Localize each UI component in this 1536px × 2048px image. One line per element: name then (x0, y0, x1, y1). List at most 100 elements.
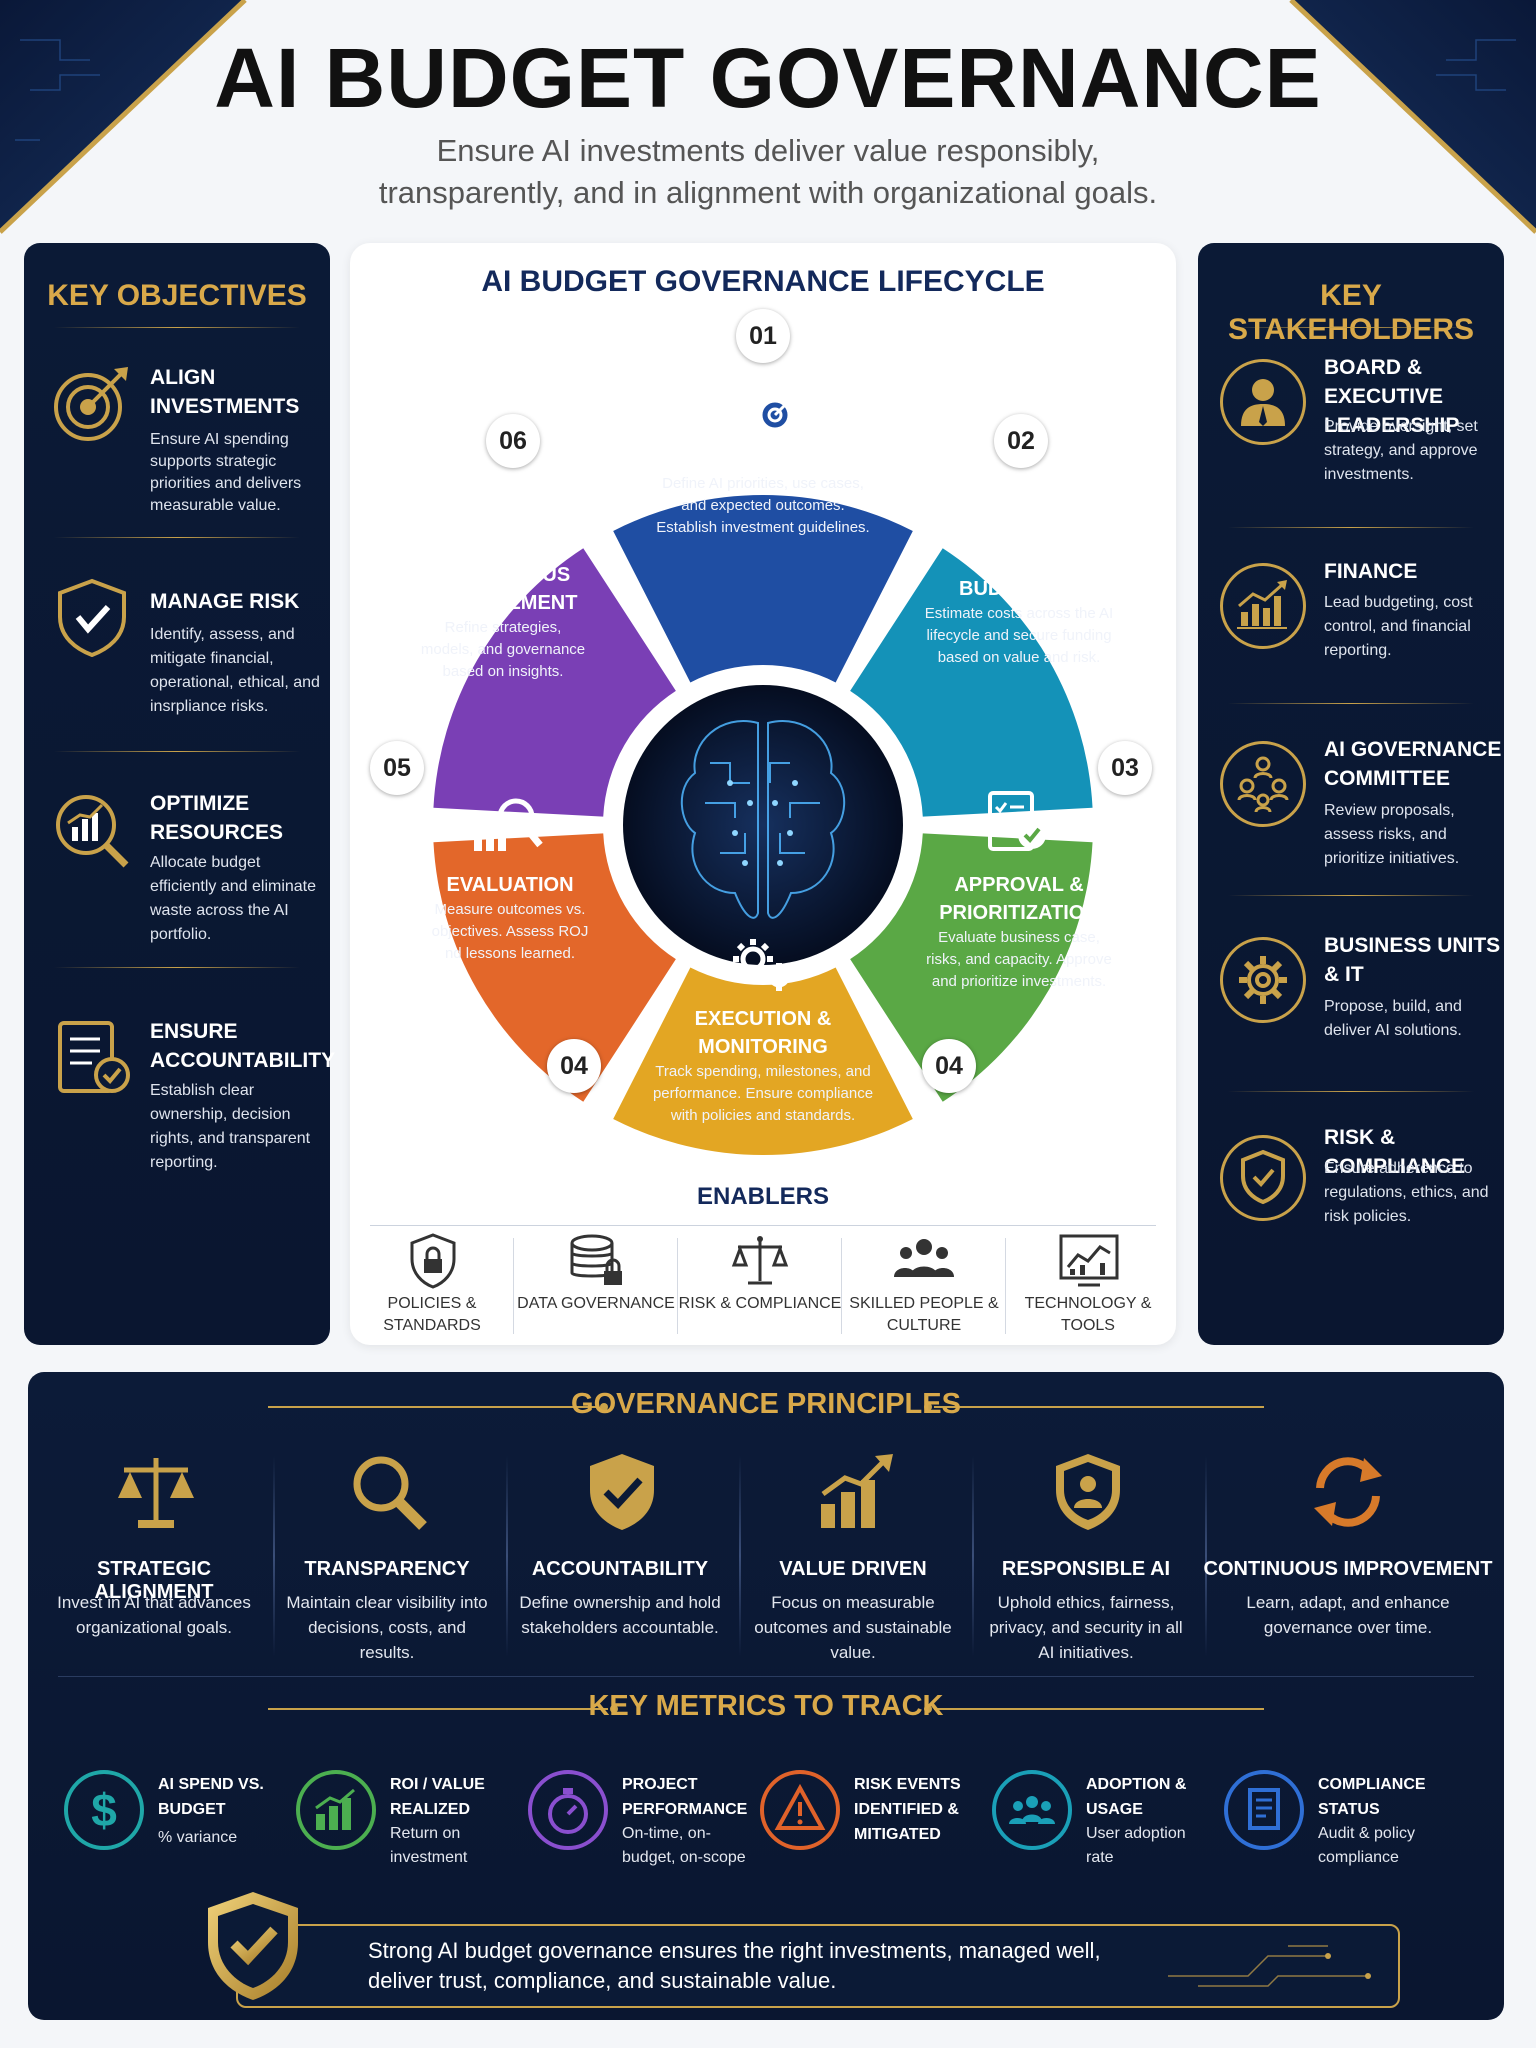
stage-approval-prioritization: APPROVAL & PRIORITIZATION Evaluate busin… (924, 871, 1114, 993)
checklist-icon (58, 1021, 130, 1093)
enabler-label: SKILLED PEOPLE & CULTURE (849, 1295, 999, 1334)
document-icon (1224, 1770, 1304, 1850)
key-objectives-panel: KEY OBJECTIVES ALIGN INVESTMENTS Ensure … (24, 243, 335, 1345)
page-title: AI BUDGET GOVERNANCE (214, 31, 1322, 125)
principle-desc: Focus on measurable outcomes and sustain… (754, 1593, 952, 1662)
scales-icon (118, 1458, 194, 1528)
bar-growth-icon (296, 1770, 376, 1850)
stakeholder-head: AI GOVERNANCE COMMITTEE (1324, 738, 1502, 790)
database-lock-icon (570, 1234, 622, 1285)
segment-approval-prioritization (850, 833, 1093, 1102)
objective-ensure-accountability: ENSURE ACCOUNTABILITY Establish clear ow… (24, 1017, 335, 1217)
shield-check-icon (208, 1892, 298, 2000)
enabler-label: DATA GOVERNANCE (517, 1295, 675, 1312)
key-stakeholders-title: KEY STAKEHOLDERS (1227, 279, 1475, 346)
team-icon (894, 1239, 954, 1277)
stage-number-06: 06 (486, 414, 540, 468)
lock-shield-icon (410, 1233, 456, 1289)
stage-evaluation: EVALUATION Measure outcomes vs. objectiv… (430, 871, 590, 965)
shield-check-icon (58, 578, 126, 657)
enabler-policies: POLICIES & STANDARDS (350, 1233, 514, 1343)
title-ornament (268, 1403, 1264, 1411)
divider (1228, 327, 1474, 328)
checklist-approval-icon (988, 791, 1046, 851)
divider (513, 1238, 514, 1334)
stage-number-02: 02 (994, 414, 1048, 468)
divider (841, 1238, 842, 1334)
dashboard-icon (1059, 1234, 1119, 1287)
divider (54, 751, 300, 752)
objective-desc: Ensure AI spending supports strategic pr… (150, 431, 302, 514)
divider (273, 1456, 275, 1656)
stakeholder-desc: Lead budgeting, cost control, and financ… (1324, 594, 1473, 659)
divider (1228, 1091, 1474, 1092)
stakeholder-desc: Provide oversight, set strategy, and app… (1324, 418, 1478, 483)
divider (677, 1238, 678, 1334)
divider (506, 1456, 508, 1656)
banner-text: Strong AI budget governance ensures the … (368, 1936, 1101, 1996)
objective-align-investments: ALIGN INVESTMENTS Ensure AI spending sup… (24, 363, 330, 563)
metric-head: ADOPTION & USAGE (1086, 1776, 1187, 1818)
shield-check-icon (1220, 1135, 1306, 1221)
metric-desc: On-time, on-budget, on-scope (622, 1825, 746, 1866)
scales-icon (731, 1236, 789, 1285)
enabler-label: RISK & COMPLIANCE (678, 1295, 842, 1312)
principle-head: ACCOUNTABILITY (531, 1558, 709, 1580)
stage-desc: Estimate costs across the AI lifecycle a… (924, 605, 1114, 666)
metric-compliance-status: COMPLIANCE STATUS Audit & policy complia… (1208, 1750, 1436, 1890)
lifecycle-wheel (433, 495, 1093, 1155)
summary-banner: Strong AI budget governance ensures the … (208, 1892, 1400, 2008)
principle-value-driven: VALUE DRIVEN Focus on measurable outcome… (737, 1450, 969, 1662)
bar-growth-icon (821, 1454, 893, 1528)
objective-optimize-resources: OPTIMIZE RESOURCES Allocate budget effic… (24, 789, 330, 989)
stakeholder-business-units-it: BUSINESS UNITS & IT Propose, build, and … (1198, 931, 1504, 1101)
divider (1228, 895, 1474, 896)
bottom-panel: GOVERNANCE PRINCIPLES STRATEGIC ALIGNMEN… (28, 1372, 1504, 2020)
brain-icon (623, 685, 903, 965)
principle-desc: Maintain clear visibility into decisions… (286, 1593, 488, 1662)
page-subtitle: Ensure AI investments deliver value resp… (300, 130, 1236, 214)
magnifier-chart-icon (56, 795, 129, 868)
objective-desc: Identify, assess, and mitigate financial… (150, 626, 320, 715)
stage-number-04-right: 04 (922, 1039, 976, 1093)
metric-ai-spend: $ AI SPEND VS. BUDGET % variance (48, 1750, 276, 1890)
stage-number-05: 05 (370, 741, 424, 795)
stage-execution-monitoring: EXECUTION & MONITORING Track spending, m… (640, 1005, 886, 1127)
principle-transparency: TRANSPARENCY Maintain clear visibility i… (271, 1450, 503, 1662)
enabler-label: TECHNOLOGY & TOOLS (1024, 1295, 1152, 1334)
dollar-icon: $ (64, 1770, 144, 1850)
lifecycle-title: AI BUDGET GOVERNANCE LIFECYCLE (481, 265, 1045, 298)
enablers-title: ENABLERS (696, 1183, 829, 1210)
segment-execution-monitoring (613, 967, 913, 1155)
stakeholder-risk-compliance: RISK & COMPLIANCE Ensure adherence to re… (1198, 1123, 1504, 1293)
stage-head: CONTINUOUS IMPROVEMENT (428, 564, 578, 614)
principle-head: STRATEGIC ALIGNMENT (94, 1558, 214, 1603)
stage-strategic-planning: STRATEGIC PLANNING Define AI priorities,… (650, 445, 876, 539)
principle-head: TRANSPARENCY (304, 1558, 470, 1580)
metric-head: AI SPEND VS. BUDGET (158, 1776, 264, 1818)
magnifier-chart-icon (474, 798, 543, 851)
executive-icon (1220, 359, 1306, 445)
cycle-icon (1314, 1457, 1382, 1527)
stakeholder-head: BUSINESS UNITS & IT (1324, 934, 1501, 986)
stage-desc: Measure outcomes vs. objectives. Assess … (431, 901, 589, 962)
objective-head: MANAGE RISK (150, 590, 300, 613)
divider (739, 1456, 741, 1656)
stage-budgeting: BUDGETING Estimate costs across the AI l… (920, 575, 1118, 669)
enabler-technology-tools: TECHNOLOGY & TOOLS (1006, 1233, 1170, 1343)
metric-desc: User adoption rate (1086, 1825, 1186, 1866)
target-icon (54, 367, 128, 441)
stakeholder-head: FINANCE (1324, 560, 1418, 583)
objective-head: ALIGN INVESTMENTS (150, 366, 300, 418)
growth-chart-icon (1220, 563, 1306, 649)
enabler-data-governance: DATA GOVERNANCE (514, 1233, 678, 1343)
shield-check-icon (590, 1454, 654, 1530)
metric-desc: Return on investment (390, 1825, 468, 1866)
stakeholder-desc: Review proposals, assess risks, and prio… (1324, 802, 1460, 867)
gear-icon (1220, 937, 1306, 1023)
gears-icon (733, 939, 793, 991)
divider (54, 327, 300, 328)
stage-number-01: 01 (736, 309, 790, 363)
metric-roi: ROI / VALUE REALIZED Return on investmen… (280, 1750, 508, 1890)
banner-line-2: deliver trust, compliance, and sustainab… (368, 1968, 837, 1993)
